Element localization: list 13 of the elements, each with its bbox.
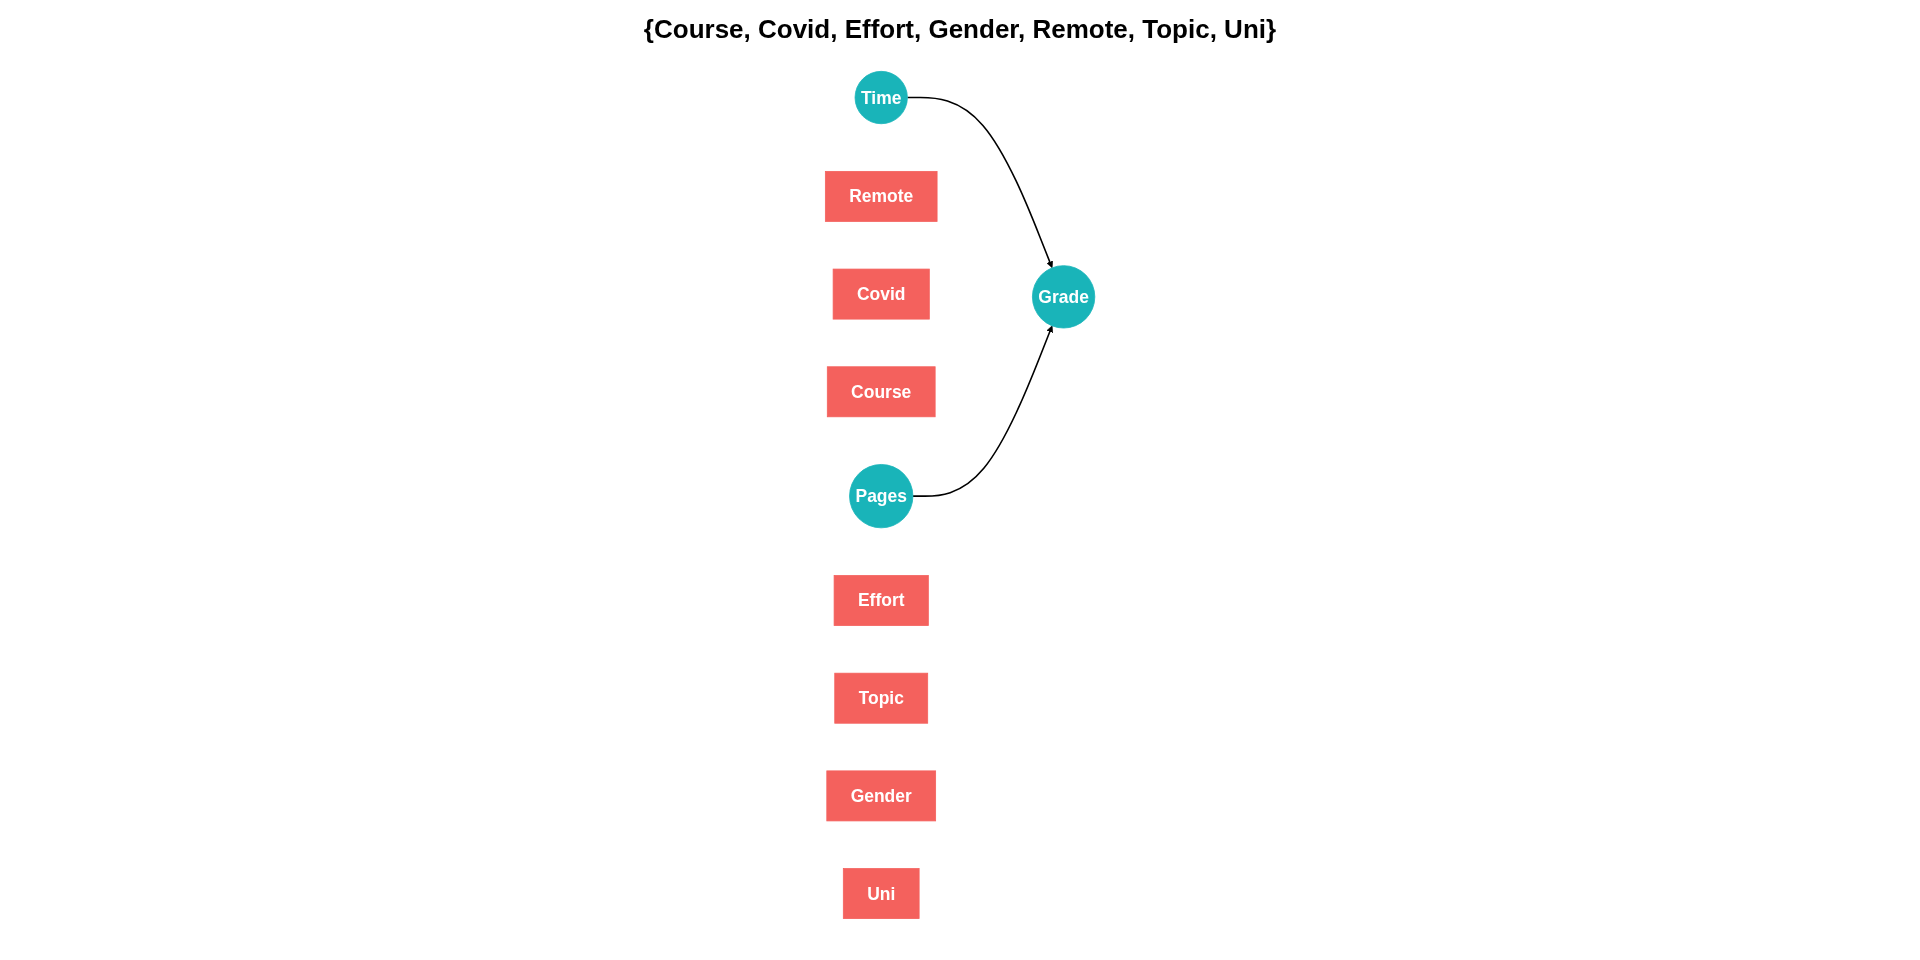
node-box: Topic bbox=[834, 672, 928, 724]
node-box: Uni bbox=[842, 868, 920, 919]
node-box: Course bbox=[826, 366, 936, 418]
node-circle: Grade bbox=[1031, 265, 1096, 329]
diagram-title: {Course, Covid, Effort, Gender, Remote, Topic, Uni} bbox=[642, 14, 1278, 45]
node-box: Gender bbox=[826, 770, 936, 822]
arrow bbox=[906, 96, 1053, 269]
arrow bbox=[912, 325, 1053, 497]
node-box: Effort bbox=[833, 575, 929, 626]
node-circle: Time bbox=[854, 70, 908, 125]
node-circle: Pages bbox=[849, 464, 914, 529]
node-box: Covid bbox=[832, 268, 930, 320]
node-box: Remote bbox=[824, 171, 938, 222]
